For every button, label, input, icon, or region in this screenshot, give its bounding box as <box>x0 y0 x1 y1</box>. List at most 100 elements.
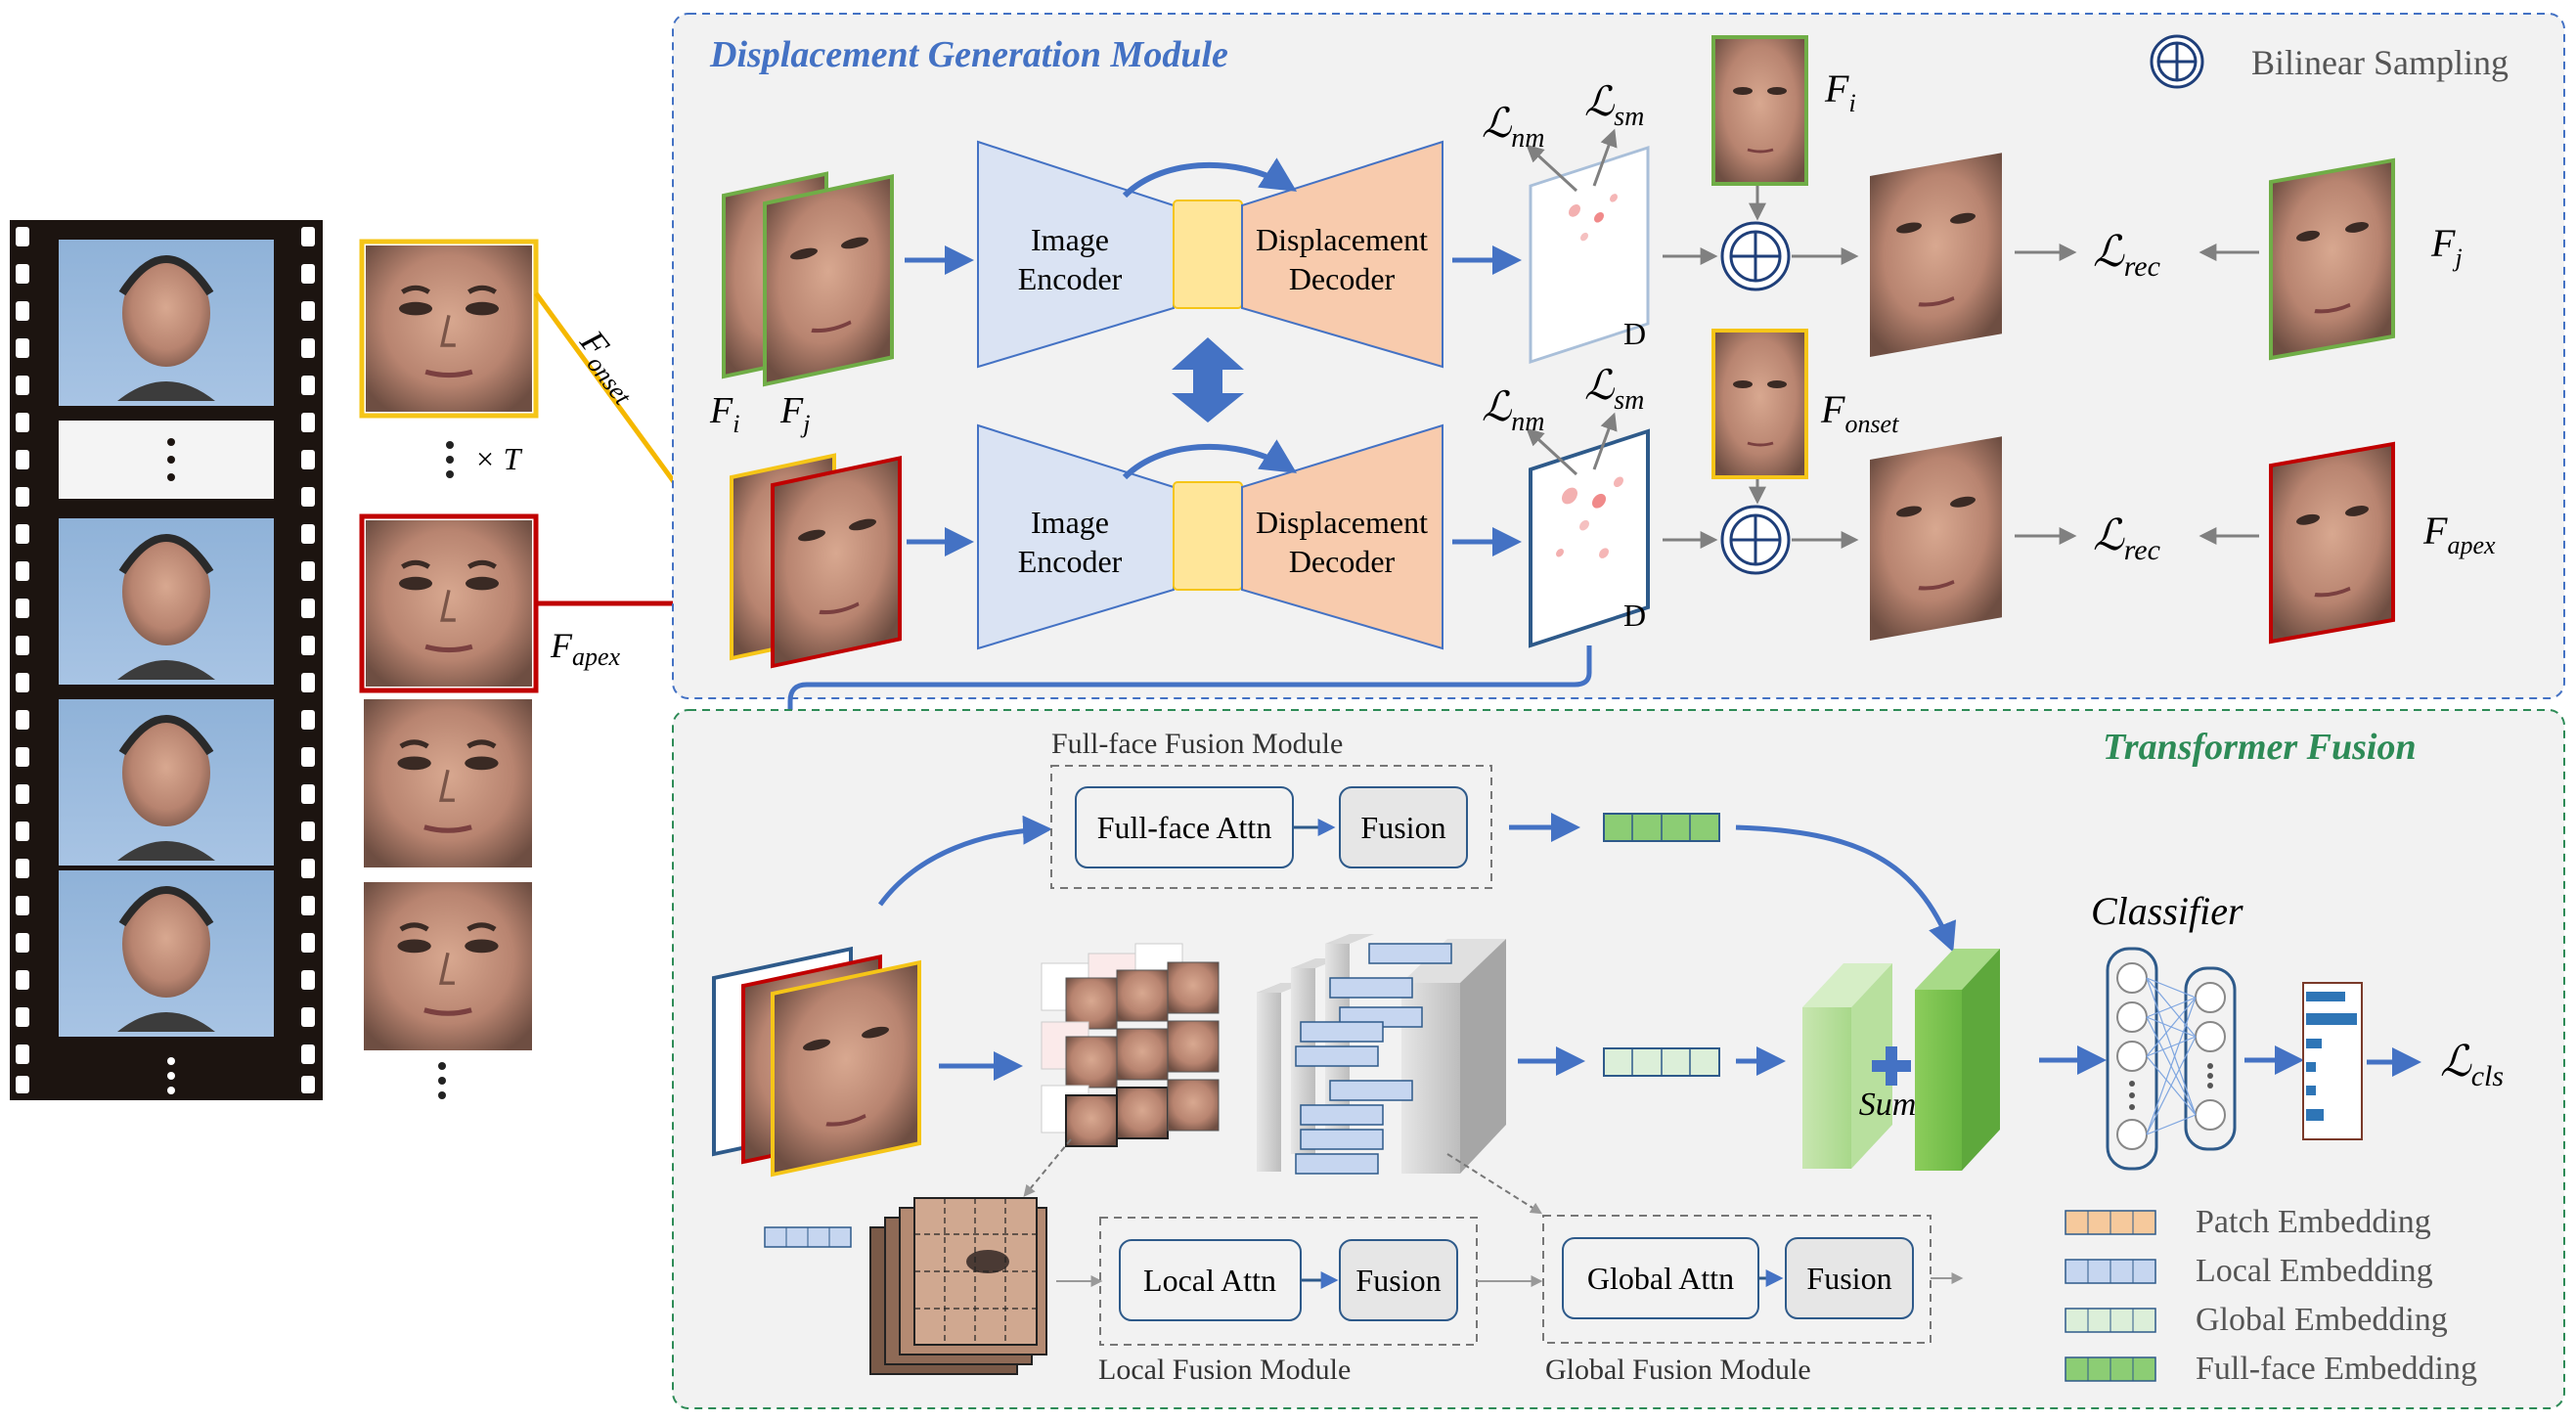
svg-text:Local Attn: Local Attn <box>1143 1263 1276 1298</box>
svg-text:Fusion: Fusion <box>1360 810 1445 845</box>
film-frame-1 <box>59 240 274 406</box>
shared-weights-arrow <box>1172 337 1244 422</box>
local-fusion-block <box>1339 1239 1458 1321</box>
svg-text:Global Attn: Global Attn <box>1587 1261 1734 1296</box>
patch-stack <box>869 1197 1047 1375</box>
displacement-map-1 <box>1529 146 1650 364</box>
global-embedding <box>1603 1047 1720 1077</box>
loss-sm-1: ℒsm <box>1584 80 1644 187</box>
global-zoom-arrow <box>1446 1153 1543 1215</box>
fj-target-frame <box>2269 157 2395 361</box>
legend-label: Patch Embedding <box>2196 1204 2431 1240</box>
transformer-module-title: Transformer Fusion <box>2103 727 2417 768</box>
encoder-decoder-row1: Image Encoder Displacement Decoder <box>977 140 1443 369</box>
film-frame-4 <box>59 870 274 1037</box>
svg-text:ℒsm: ℒsm <box>1584 80 1644 132</box>
sum-label: Sum <box>1859 1087 1917 1123</box>
fi-ref-label: Fi <box>1824 67 1856 117</box>
fusion-input-stack <box>712 946 921 1178</box>
skip-connection-2 <box>1122 439 1298 480</box>
apex-frame <box>359 513 539 693</box>
d-label-2: D <box>1623 598 1646 633</box>
legend-label: Global Embedding <box>2196 1302 2448 1338</box>
svg-text:Displacement: Displacement <box>1256 505 1428 540</box>
local-module-label: Local Fusion Module <box>1098 1354 1351 1386</box>
bilinear-legend: Bilinear Sampling <box>2150 34 2509 89</box>
patch-grid <box>1041 943 1220 1147</box>
legend-label: Full-face Embedding <box>2196 1351 2477 1387</box>
svg-text:ℒnm: ℒnm <box>1482 385 1544 437</box>
svg-text:Decoder: Decoder <box>1289 261 1396 296</box>
sum-blocks: Sum <box>1802 949 2000 1171</box>
global-module-box <box>1542 1215 1932 1344</box>
displacement-decoder-1 <box>1241 140 1443 369</box>
legend-item: Local Embedding <box>2065 1253 2433 1289</box>
frame-5 <box>364 699 532 867</box>
film-strip <box>10 220 323 1100</box>
svg-text:Fusion: Fusion <box>1355 1263 1441 1298</box>
frame-ellipsis <box>446 441 454 478</box>
legend-item: Full-face Embedding <box>2065 1351 2477 1387</box>
displacement-to-fusion-arrow <box>776 645 1592 925</box>
fi-label: Fi <box>709 390 739 438</box>
legend-item: Patch Embedding <box>2065 1204 2431 1240</box>
svg-text:Image: Image <box>1031 222 1109 257</box>
image-encoder-1 <box>977 140 1175 369</box>
patch-embedding-chip <box>764 1226 852 1248</box>
loss-rec-1: ℒrec <box>2093 228 2160 283</box>
image-encoder-2 <box>977 423 1175 650</box>
row2-input-pair <box>730 453 902 669</box>
frame-6 <box>364 882 532 1050</box>
film-gap <box>59 421 274 499</box>
bilinear-sampler-1 <box>1720 221 1791 291</box>
global-fusion-block <box>1785 1237 1914 1319</box>
displacement-map-2 <box>1529 428 1650 648</box>
fi-reference-frame <box>1711 35 1808 186</box>
loss-cls: ℒcls <box>2440 1038 2504 1092</box>
output-histogram <box>2302 982 2363 1140</box>
fullface-module-label: Full-face Fusion Module <box>1051 728 1343 760</box>
loss-rec-2: ℒrec <box>2093 511 2160 566</box>
fj-target-label: Fj <box>2430 221 2463 272</box>
d-label-1: D <box>1623 316 1646 351</box>
fullface-fusion-block <box>1339 786 1468 868</box>
to-fullface-arrow <box>877 815 1052 907</box>
fj-label: Fj <box>779 390 810 438</box>
fonset-reference-frame <box>1711 329 1808 479</box>
reconstructed-face-1 <box>1870 153 2002 357</box>
svg-text:Decoder: Decoder <box>1289 544 1396 579</box>
loss-nm-1: ℒnm <box>1482 102 1578 193</box>
bottleneck-2 <box>1173 481 1243 591</box>
patch-zoom-arrow <box>1023 1138 1072 1197</box>
displacement-decoder-2 <box>1241 423 1443 650</box>
svg-text:Image: Image <box>1031 505 1109 540</box>
fapex-target-label: Fapex <box>2422 509 2496 559</box>
svg-text:Full-face Attn: Full-face Attn <box>1097 810 1272 845</box>
fullface-module-box <box>1050 765 1492 889</box>
fapex-target-frame <box>2269 441 2395 644</box>
svg-text:Encoder: Encoder <box>1018 261 1123 296</box>
film-frame-2 <box>59 518 274 685</box>
times-t-label: × T <box>474 441 523 476</box>
svg-text:Displacement: Displacement <box>1256 222 1428 257</box>
legend-item: Global Embedding <box>2065 1302 2448 1338</box>
svg-text:Fusion: Fusion <box>1806 1261 1891 1296</box>
global-module-label: Global Fusion Module <box>1545 1354 1811 1386</box>
apex-arrow-label: Fapex <box>550 626 621 671</box>
classifier-label: Classifier <box>2091 889 2243 933</box>
local-embedding-chips <box>1295 943 1452 1175</box>
loss-sm-2: ℒsm <box>1584 364 1644 470</box>
fonset-ref-label: Fonset <box>1820 387 1899 438</box>
film-ellipsis-dark <box>167 438 175 481</box>
film-frame-3 <box>59 699 274 866</box>
svg-text:ℒnm: ℒnm <box>1482 102 1544 154</box>
svg-text:Encoder: Encoder <box>1018 544 1123 579</box>
legend-label: Local Embedding <box>2196 1253 2433 1289</box>
row1-input-pair <box>722 171 894 387</box>
fullface-to-sum-arrow <box>1735 824 1957 953</box>
reconstructed-face-2 <box>1870 436 2002 641</box>
loss-nm-2: ℒnm <box>1482 385 1578 476</box>
onset-frame <box>359 239 539 419</box>
